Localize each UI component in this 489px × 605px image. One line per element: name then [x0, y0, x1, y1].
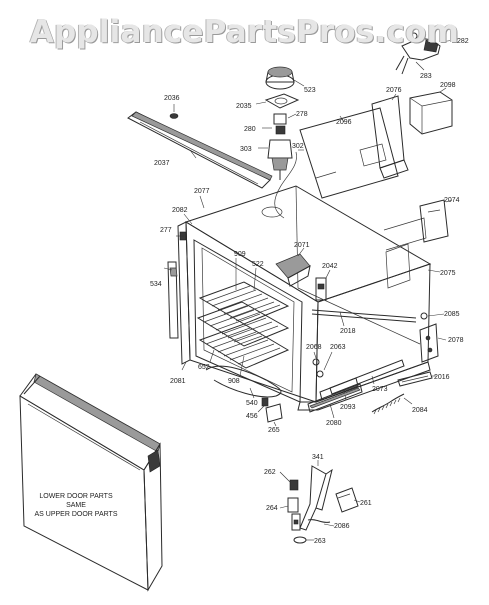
callout-652: 652	[198, 364, 210, 371]
callout-2063: 2063	[330, 344, 346, 351]
part-bracket-2076	[371, 93, 409, 179]
door-note-line-2: SAME	[66, 502, 86, 509]
door-note-line-1: LOWER DOOR PARTS	[39, 493, 113, 500]
callout-2093: 2093	[340, 404, 356, 411]
callout-2077: 2077	[194, 188, 210, 195]
part-trim-2037	[127, 111, 273, 189]
callout-2018: 2018	[340, 328, 356, 335]
part-knob-523	[265, 66, 305, 90]
part-oven-racks	[196, 258, 290, 377]
part-wire-302	[274, 149, 304, 219]
callout-2098: 2098	[440, 82, 456, 89]
callout-2080: 2080	[326, 420, 342, 427]
callout-282: 282	[457, 38, 469, 45]
part-panel-2074	[419, 199, 453, 243]
callout-2074: 2074	[444, 197, 460, 204]
callout-302: 302	[292, 143, 304, 150]
watermark-text: AppliancePartsPros.com	[29, 14, 460, 50]
callout-908: 908	[228, 378, 240, 385]
callout-456: 456	[246, 413, 258, 420]
part-oven-door	[19, 373, 163, 592]
part-latch-456-265	[257, 397, 283, 427]
callout-2076: 2076	[386, 87, 402, 94]
callout-2085: 2085	[444, 311, 460, 318]
door-note-line-3: AS UPPER DOOR PARTS	[35, 511, 118, 518]
callout-280: 280	[244, 126, 256, 133]
callout-2075: 2075	[440, 270, 456, 277]
callout-265: 265	[268, 427, 280, 434]
part-lower-right-hardware	[307, 312, 447, 419]
part-switch-assembly	[395, 32, 456, 75]
callout-2086: 2086	[334, 523, 350, 530]
callout-909: 909	[234, 251, 246, 258]
callout-2037: 2037	[154, 160, 170, 167]
part-box-2098	[409, 87, 453, 135]
callout-263: 263	[314, 538, 326, 545]
door-note: LOWER DOOR PARTS SAME AS UPPER DOOR PART…	[35, 493, 118, 518]
callout-2071: 2071	[294, 242, 310, 249]
callout-341: 341	[312, 454, 324, 461]
callout-283: 283	[420, 73, 432, 80]
callout-2068: 2068	[306, 344, 322, 351]
part-left-hardware	[163, 195, 205, 371]
part-valve-stack	[258, 113, 297, 180]
callout-2078: 2078	[448, 337, 464, 344]
callout-2016: 2016	[434, 374, 450, 381]
callout-2036: 2036	[164, 95, 180, 102]
oven-cavity-body	[177, 185, 432, 411]
part-panel-2096	[299, 107, 399, 199]
callout-540: 540	[246, 400, 258, 407]
part-bake-element-540	[205, 365, 282, 399]
callout-303: 303	[240, 146, 252, 153]
callout-264: 264	[266, 505, 278, 512]
part-door-latch-assembly	[279, 460, 361, 544]
callout-534: 534	[150, 281, 162, 288]
callout-523: 523	[304, 87, 316, 94]
callout-2084: 2084	[412, 407, 428, 414]
part-gasket-2035	[255, 93, 300, 109]
callout-labels: 282 283 2076 2098 523 2035 278 280 303 3…	[150, 38, 469, 545]
callout-2082: 2082	[172, 207, 188, 214]
callout-522: 522	[252, 261, 264, 268]
callout-2035: 2035	[236, 103, 252, 110]
callout-2073: 2073	[372, 386, 388, 393]
part-screw-2036	[169, 104, 179, 119]
part-hinge-2042	[315, 269, 331, 301]
callout-2081: 2081	[170, 378, 186, 385]
callout-277: 277	[160, 227, 172, 234]
part-bracket-2071	[275, 247, 311, 287]
callout-278: 278	[296, 111, 308, 118]
callout-2042: 2042	[322, 263, 338, 270]
callout-2096: 2096	[336, 119, 352, 126]
callout-262: 262	[264, 469, 276, 476]
callout-261: 261	[360, 500, 372, 507]
